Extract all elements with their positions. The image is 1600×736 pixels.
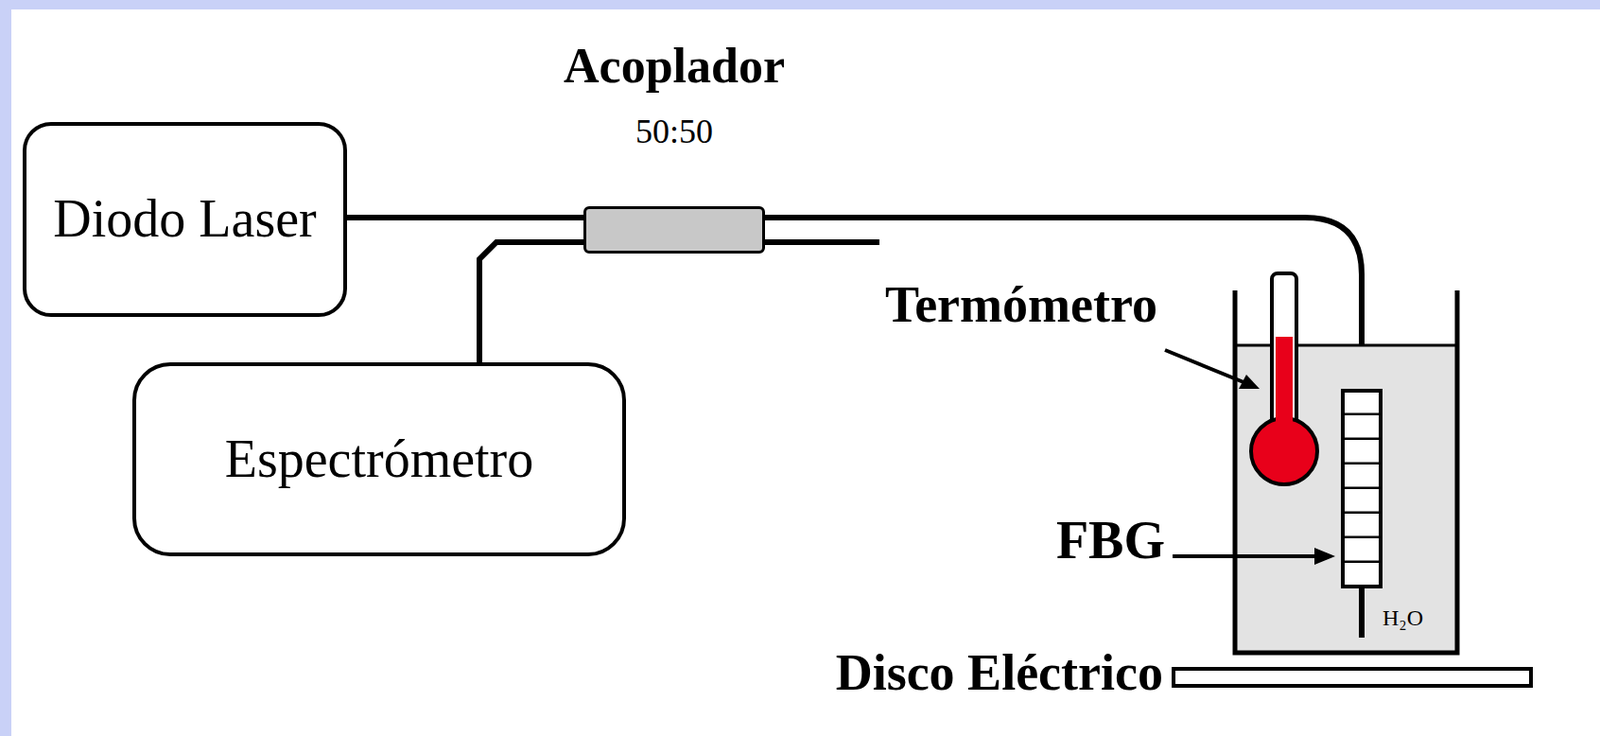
fbg-label: FBG bbox=[1056, 511, 1166, 571]
leader-line bbox=[1172, 554, 1320, 558]
box-label: Espectrómetro bbox=[225, 430, 535, 489]
fiber-end bbox=[1358, 586, 1365, 638]
coupler-box bbox=[583, 206, 766, 254]
leader-line bbox=[1165, 349, 1249, 384]
optical-fiber bbox=[479, 242, 584, 363]
thermometer-neck bbox=[1275, 412, 1293, 424]
beaker bbox=[1234, 290, 1458, 653]
hot-plate bbox=[1173, 668, 1531, 686]
laser-box: Diodo Laser bbox=[22, 121, 348, 317]
split-ratio: 50:50 bbox=[635, 113, 714, 152]
fbg-grating bbox=[1342, 390, 1381, 587]
thermometer-label: Termómetro bbox=[885, 277, 1158, 333]
fiber-stub bbox=[765, 239, 880, 245]
box-label: Diodo Laser bbox=[52, 190, 316, 249]
spectrometer-box: Espectrómetro bbox=[132, 362, 627, 557]
water bbox=[1234, 345, 1458, 653]
optical-fiber bbox=[347, 214, 584, 221]
water-label: H₂O bbox=[1382, 605, 1424, 630]
leader-arrowhead bbox=[1238, 374, 1260, 389]
leader-arrowhead bbox=[1314, 547, 1336, 565]
hotplate-label: Disco Eléctrico bbox=[835, 644, 1164, 701]
coupler-name: Acoplador bbox=[563, 38, 785, 93]
thermometer-bulb bbox=[1251, 417, 1318, 485]
